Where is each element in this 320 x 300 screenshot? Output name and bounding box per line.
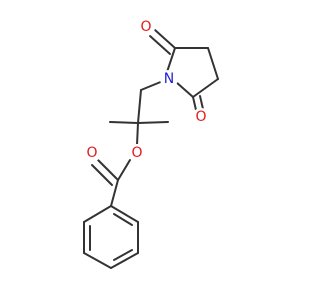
bond-cq-o3	[136, 122, 139, 146]
structure-diagram: N O O O O	[83, 18, 219, 269]
bond-c5-o2-a	[192, 96, 197, 111]
bond-c5-o2-b	[199, 95, 204, 110]
atom-nitrogen: N	[160, 70, 178, 88]
atom-oxygen-1: O	[137, 18, 155, 36]
bond-c3-c4	[207, 47, 219, 80]
atom-oxygen-4: O	[83, 144, 101, 162]
atom-oxygen-3: O	[128, 144, 146, 162]
bond-cc-ph	[110, 179, 119, 207]
bond-cq-me1	[109, 121, 139, 124]
atom-labels: N O O O O	[83, 18, 210, 162]
bonds	[83, 29, 219, 269]
bond-c2-o1-a	[154, 29, 176, 49]
bond-o3-cc	[117, 159, 131, 181]
atom-label-o4: O	[86, 145, 97, 161]
bond-c2-o1-b	[149, 35, 171, 55]
bond-ar-inner-1	[113, 213, 133, 226]
bond-ch2-cq	[137, 89, 142, 124]
bond-ar-6	[83, 205, 112, 223]
atom-label-o1: O	[140, 19, 151, 35]
bond-ar-inner-2	[113, 249, 133, 261]
bond-ar-4	[83, 252, 112, 269]
atom-oxygen-2: O	[192, 108, 210, 126]
bond-c5-n	[175, 81, 194, 98]
bond-n-ch2	[140, 80, 164, 91]
bond-cc-o4-a	[97, 159, 119, 181]
bond-ar-1	[110, 205, 139, 223]
atom-label-o2: O	[195, 109, 206, 125]
bond-cq-me2	[137, 121, 169, 124]
atom-label-n: N	[164, 71, 174, 87]
bond-c4-c5	[192, 78, 219, 98]
atom-label-o3: O	[131, 145, 142, 161]
bond-cc-o4-b	[91, 164, 113, 186]
bond-ar-3	[110, 252, 139, 269]
